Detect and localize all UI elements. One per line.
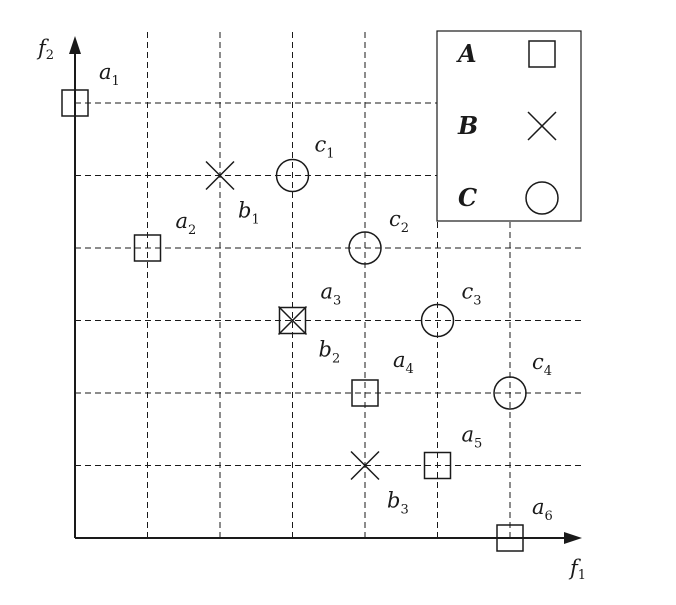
label-a2: a2 xyxy=(176,209,197,238)
dashed-grid xyxy=(75,30,585,538)
label-c1: c1 xyxy=(315,133,335,162)
marker-b2 xyxy=(277,305,308,336)
marker-a3 xyxy=(278,306,307,335)
marker-a6 xyxy=(496,524,524,552)
marker-a4 xyxy=(351,379,379,407)
legend-cross-icon xyxy=(527,111,557,141)
marker-a2 xyxy=(133,234,162,262)
marker-c1 xyxy=(275,158,310,193)
legend-label-A: A xyxy=(456,39,477,68)
f2-axis-label: f2 xyxy=(36,36,54,63)
label-a5: a5 xyxy=(462,423,483,452)
marker-a5 xyxy=(423,451,452,480)
marker-c3 xyxy=(420,303,455,338)
marker-c2 xyxy=(348,231,382,265)
f1-axis-arrowhead xyxy=(564,532,582,544)
label-c3: c3 xyxy=(462,280,482,309)
legend-box xyxy=(436,30,582,222)
marker-b1 xyxy=(205,160,235,191)
label-a1: a1 xyxy=(99,60,120,89)
marker-c4 xyxy=(493,376,527,410)
point-markers xyxy=(61,89,527,552)
legend-circle-icon xyxy=(525,181,559,215)
f1-axis-label: f1 xyxy=(568,556,586,583)
label-a3: a3 xyxy=(321,280,342,309)
marker-a1 xyxy=(61,89,89,117)
f2-axis-arrowhead xyxy=(69,36,81,54)
axes: f1 f2 xyxy=(36,36,586,583)
label-b2: b2 xyxy=(319,338,341,367)
label-c2: c2 xyxy=(389,207,409,236)
label-a6: a6 xyxy=(532,495,553,524)
legend: A B C xyxy=(436,30,582,222)
legend-square-icon xyxy=(528,40,556,68)
label-b3: b3 xyxy=(387,489,409,518)
label-b1: b1 xyxy=(238,199,260,228)
legend-label-B: B xyxy=(457,111,478,140)
legend-label-C: C xyxy=(458,183,477,212)
label-a4: a4 xyxy=(393,348,414,377)
marker-b3 xyxy=(350,450,380,481)
point-labels: a1 a2 a3 a4 a5 a6 b1 b2 b3 c1 c2 c3 c4 xyxy=(99,60,553,524)
label-c4: c4 xyxy=(532,350,552,379)
